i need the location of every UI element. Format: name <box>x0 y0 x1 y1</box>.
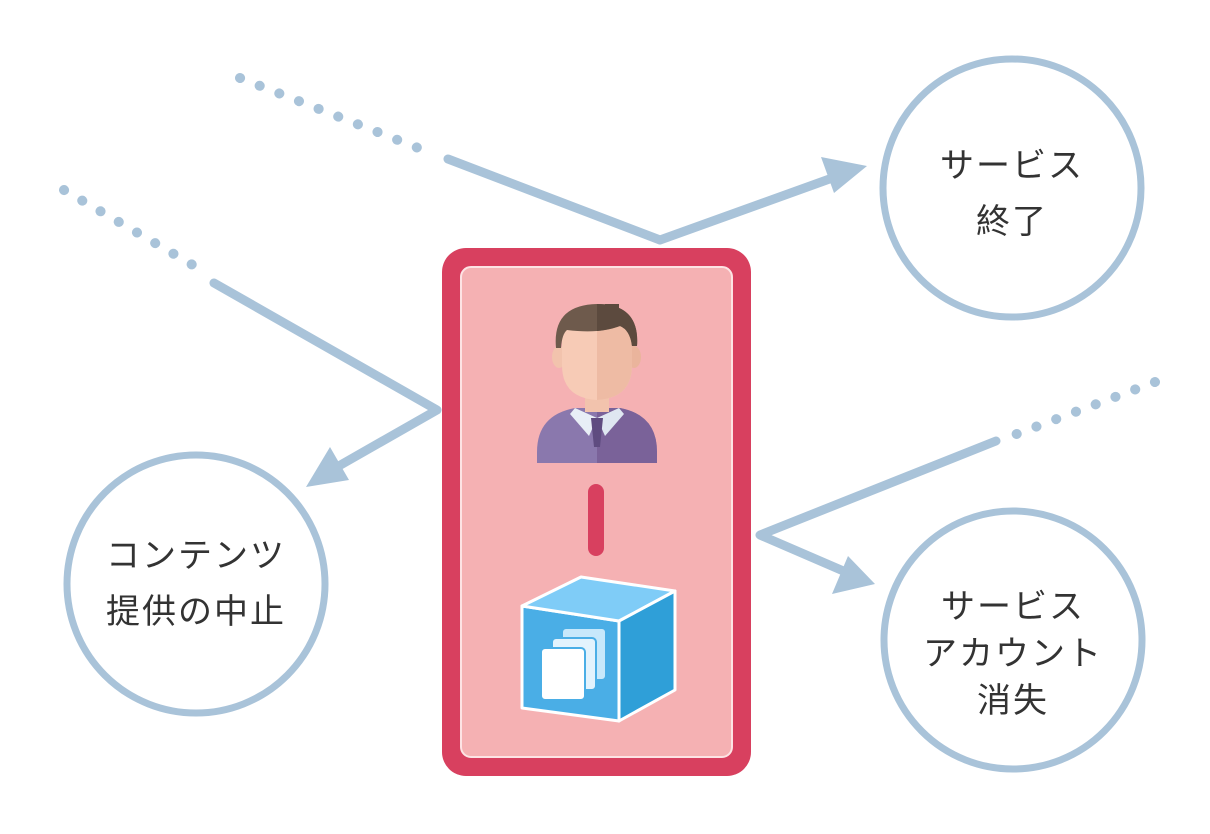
node-content-stop-line-2: 提供の中止 <box>106 592 286 632</box>
node-service-end-line-2: 終了 <box>976 202 1048 242</box>
dotted-line-left <box>59 185 208 276</box>
content-cube-icon <box>520 575 677 723</box>
node-account-delete-line-2: アカウント <box>923 634 1103 674</box>
node-service-end-line-1: サービス <box>940 146 1084 186</box>
connector-bar <box>588 484 604 556</box>
arrow-to-service-end <box>443 154 867 245</box>
node-content-stop: コンテンツ 提供の中止 <box>63 451 329 717</box>
arrow-to-account-delete <box>755 436 1001 594</box>
node-account-delete-line-3: 消失 <box>977 681 1049 721</box>
arrow-to-content-stop <box>209 278 442 487</box>
node-account-delete: サービス アカウント 消失 <box>880 507 1146 773</box>
central-device <box>442 248 751 776</box>
node-account-delete-line-1: サービス <box>941 587 1085 627</box>
node-service-end: サービス 終了 <box>879 55 1145 321</box>
dotted-line-right <box>1001 377 1160 443</box>
person-avatar-icon <box>537 304 657 463</box>
dotted-line-top <box>235 73 441 160</box>
node-content-stop-line-1: コンテンツ <box>106 536 286 576</box>
